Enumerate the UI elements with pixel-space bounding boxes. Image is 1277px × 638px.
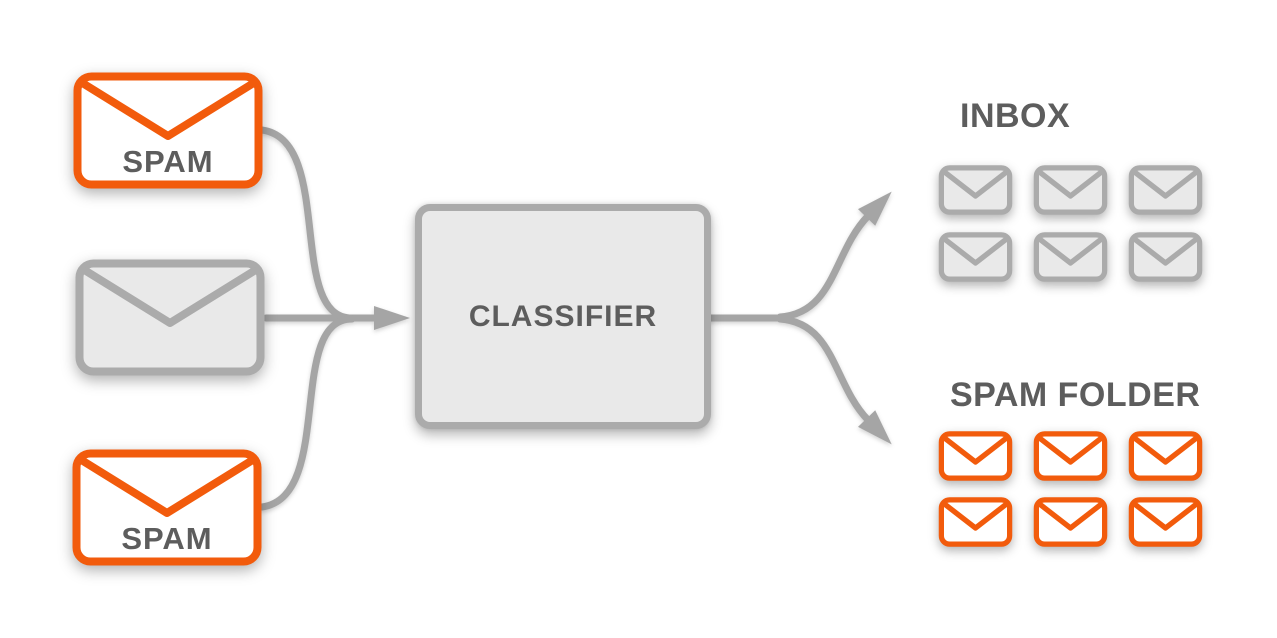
inbox-envelope-grid bbox=[938, 164, 1203, 283]
inbox-envelope-icon bbox=[1128, 164, 1203, 216]
inbox-envelope-icon bbox=[938, 164, 1013, 216]
inbox-envelope-icon bbox=[1033, 164, 1108, 216]
spam-envelope-icon bbox=[1033, 430, 1108, 482]
arrow-from-top-spam bbox=[258, 126, 356, 322]
classifier-label: CLASSIFIER bbox=[468, 299, 658, 333]
spam-envelope-icon bbox=[1033, 496, 1108, 548]
arrow-from-bottom-spam bbox=[258, 315, 356, 511]
input-normal-envelope bbox=[75, 259, 265, 376]
spam-label: SPAM bbox=[121, 521, 213, 556]
spam-envelope-icon bbox=[1128, 496, 1203, 548]
input-spam-envelope-top: SPAM bbox=[73, 72, 263, 189]
spam-folder-label: SPAM FOLDER bbox=[950, 376, 1201, 414]
inbox-envelope-icon bbox=[1033, 231, 1108, 283]
arrow-to-inbox bbox=[776, 191, 892, 321]
envelope-icon bbox=[73, 72, 263, 189]
spam-label: SPAM bbox=[122, 144, 214, 179]
classifier-box: CLASSIFIER bbox=[415, 204, 711, 429]
spam-envelope-icon bbox=[938, 496, 1013, 548]
spam-envelope-icon bbox=[938, 430, 1013, 482]
arrow-to-spam-folder bbox=[776, 315, 892, 445]
input-spam-envelope-bottom: SPAM bbox=[72, 449, 262, 566]
envelope-icon bbox=[75, 259, 265, 376]
inbox-envelope-icon bbox=[1128, 231, 1203, 283]
inbox-envelope-icon bbox=[938, 231, 1013, 283]
inbox-label: INBOX bbox=[960, 97, 1071, 135]
envelope-icon bbox=[72, 449, 262, 566]
spam-folder-envelope-grid bbox=[938, 430, 1203, 548]
spam-envelope-icon bbox=[1128, 430, 1203, 482]
